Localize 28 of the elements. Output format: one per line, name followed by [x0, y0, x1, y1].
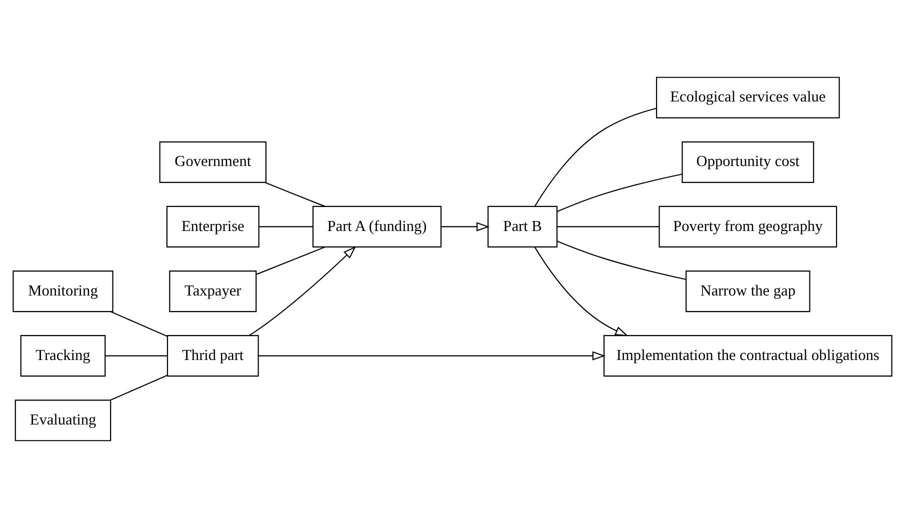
node-box: Monitoring [12, 270, 114, 312]
connector [557, 240, 686, 280]
arrow [258, 350, 606, 360]
node-box: Opportunity cost [682, 140, 814, 182]
node-box: Poverty from geography [658, 205, 838, 248]
connector [110, 374, 168, 400]
node-box: Enterprise [166, 205, 260, 248]
node-box: Government [159, 140, 266, 182]
connector [110, 310, 168, 336]
arrow [441, 222, 490, 231]
node-box: Implementation the contractual obligations [603, 334, 892, 376]
arrow [248, 246, 356, 336]
node-box: Thrid part [166, 334, 259, 376]
node-box: Narrow the gap [686, 270, 810, 312]
node-box: Part B [488, 205, 558, 248]
connector [557, 226, 660, 227]
arrow [534, 246, 628, 336]
node-box: Ecological services value [656, 76, 840, 118]
node-box: Part A (funding) [312, 205, 442, 248]
connector [105, 354, 168, 356]
node-box: Taxpayer [169, 270, 257, 312]
connector [256, 246, 326, 274]
connector [264, 181, 326, 206]
node-box: Tracking [20, 334, 106, 376]
connector [556, 173, 682, 212]
node-box: Evaluating [14, 399, 112, 441]
connector [534, 107, 657, 206]
connector [259, 226, 313, 227]
